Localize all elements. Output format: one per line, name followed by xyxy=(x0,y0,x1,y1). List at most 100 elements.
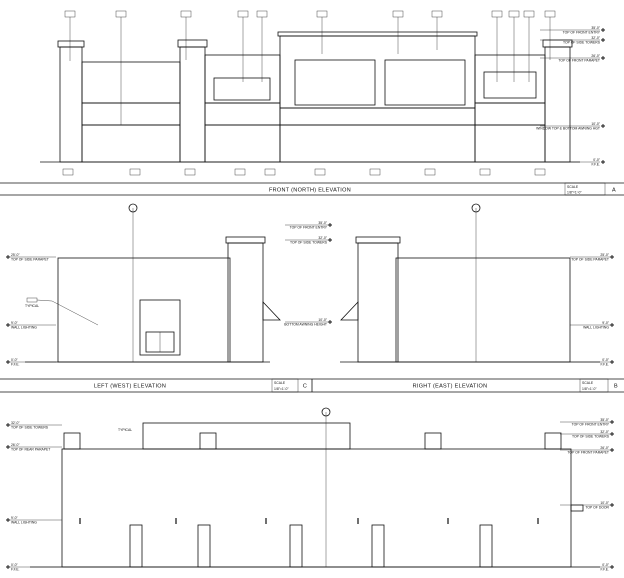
awning-band xyxy=(474,102,546,126)
datum-icon xyxy=(610,432,614,436)
callout-tag xyxy=(479,168,491,176)
callout-tag xyxy=(424,168,436,176)
louver-panel xyxy=(213,77,271,101)
datum-icon xyxy=(601,38,605,42)
callout-tag xyxy=(392,10,404,18)
callout-tag xyxy=(256,10,268,18)
right-elevation: 25'-0"TOP OF SIDE PARAPET 9'-0"WALL LIGHT… xyxy=(340,203,614,367)
tower-beyond xyxy=(424,432,442,450)
callout-tag xyxy=(431,10,443,18)
level-marker: 26'-0"TOP OF FRONT PARAPET xyxy=(560,446,614,455)
level-marker: 0'-0"F.F.E. xyxy=(560,563,614,572)
level-value: 0'-0" xyxy=(11,358,19,362)
level-label: WALL LIGHTING xyxy=(583,326,609,330)
datum-icon xyxy=(610,420,614,424)
level-marker: 25'-0"TOP OF SIDE PARAPET xyxy=(6,253,56,262)
rear-door xyxy=(371,524,385,568)
level-marker: 10'-0"BOTTOM AWNING HEIGHT xyxy=(284,318,332,327)
datum-icon xyxy=(610,360,614,364)
level-label: TOP OF SIDE TOWERS xyxy=(290,241,328,245)
level-value: 35'-0" xyxy=(591,26,600,30)
side-wall xyxy=(57,257,231,363)
callout-tags xyxy=(62,10,556,176)
level-value: 0'-0" xyxy=(602,358,610,362)
callout-tag xyxy=(180,10,192,18)
elevation-title: LEFT (WEST) ELEVATION xyxy=(94,384,166,390)
siding-panel xyxy=(474,54,546,104)
datum-icon xyxy=(6,423,10,427)
scale-label: SCALE xyxy=(582,381,594,385)
datum-icon xyxy=(610,323,614,327)
level-marker: 32'-0"TOP OF SIDE TOWERS xyxy=(560,430,614,439)
side-wall xyxy=(395,257,571,363)
scale-box xyxy=(271,378,299,393)
level-label: TOP OF SIDE TOWERS xyxy=(11,426,49,430)
level-value: 10'-0" xyxy=(591,122,600,126)
tower-cap xyxy=(177,39,208,48)
callout-tag xyxy=(264,168,276,176)
level-label: WALL LIGHTING xyxy=(11,521,37,525)
louver-panel xyxy=(294,59,376,106)
tower-beyond xyxy=(63,432,81,450)
elevation-title: FRONT (NORTH) ELEVATION xyxy=(269,188,351,194)
level-value: 9'-0" xyxy=(11,321,19,325)
brick-tower xyxy=(357,242,399,363)
tower-beyond xyxy=(199,432,217,450)
elevation-id: C xyxy=(303,384,307,390)
callout-tag xyxy=(234,168,246,176)
brick-tower-left xyxy=(179,46,206,163)
level-marker: 32'-0"TOP OF SIDE TOWERS xyxy=(6,421,62,430)
level-marker: 9'-0"WALL LIGHTING xyxy=(570,321,614,330)
stone-tower xyxy=(227,242,264,363)
datum-icon xyxy=(6,565,10,569)
side-awning xyxy=(262,300,281,321)
datum-icon xyxy=(601,160,605,164)
datum-icon xyxy=(6,323,10,327)
level-label: TOP OF FRONT ENTRY xyxy=(563,31,601,35)
scale-value: 1/8"=1'-0" xyxy=(274,387,289,391)
level-value: 26'-0" xyxy=(591,54,600,58)
side-title-bar: LEFT (WEST) ELEVATION SCALE 1/8"=1'-0" C… xyxy=(0,378,624,393)
front-entry-beyond xyxy=(142,422,351,450)
left-upper-panel xyxy=(81,61,181,104)
level-marker: 0'-0"F.F.E. xyxy=(570,358,614,367)
level-label: F.F.E. xyxy=(11,363,20,367)
level-label: TOP OF SIDE PARAPET xyxy=(571,258,609,262)
louver-panel xyxy=(483,71,537,99)
level-label: TOP OF FRONT PARAPET xyxy=(558,59,600,63)
awning-band xyxy=(81,102,181,126)
callout-tag xyxy=(314,168,326,176)
callout-tag xyxy=(184,168,196,176)
level-marker: 9'-0"WALL LIGHTING xyxy=(6,516,62,525)
level-markers: 25'-0"TOP OF SIDE PARAPET 9'-0"WALL LIGHT… xyxy=(6,253,56,367)
callout-tag xyxy=(316,10,328,18)
callout-tag xyxy=(534,168,546,176)
scale-value: 1/8"=1'-0" xyxy=(567,191,582,195)
utility-box xyxy=(570,504,584,512)
level-label: BOTTOM AWNING HEIGHT xyxy=(284,323,327,327)
level-value: 0'-0" xyxy=(593,158,601,162)
datum-icon xyxy=(601,124,605,128)
left-elevation: TYPICAL 25'-0"TOP OF SIDE PARAPET9'-0"WA… xyxy=(6,203,332,367)
level-label: WALL LIGHTING xyxy=(11,326,37,330)
level-label: TOP OF REAR PARAPET xyxy=(11,448,50,452)
level-marker: 0'-0"F.F.E. xyxy=(6,358,56,367)
level-value: 32'-0" xyxy=(600,430,609,434)
awning-band xyxy=(204,102,281,126)
storefront xyxy=(81,124,181,163)
datum-icon xyxy=(610,503,614,507)
callout-tag xyxy=(62,168,74,176)
level-value: 9'-0" xyxy=(602,321,610,325)
level-marker: 35'-0"TOP OF FRONT ENTRY xyxy=(285,221,332,230)
datum-icon xyxy=(328,223,332,227)
level-value: 0'-0" xyxy=(602,563,610,567)
center-entry-mass xyxy=(279,35,476,109)
section-marker-icon xyxy=(471,203,481,213)
level-value: 10'-0" xyxy=(600,501,609,505)
level-value: 25'-0" xyxy=(600,253,609,257)
level-marker: 26'-0"TOP OF REAR PARAPET xyxy=(6,443,62,452)
level-label: TOP OF FRONT PARAPET xyxy=(567,451,609,455)
elevation-id: B xyxy=(614,384,618,390)
level-marker: 0'-0"F.F.E. xyxy=(6,563,62,572)
